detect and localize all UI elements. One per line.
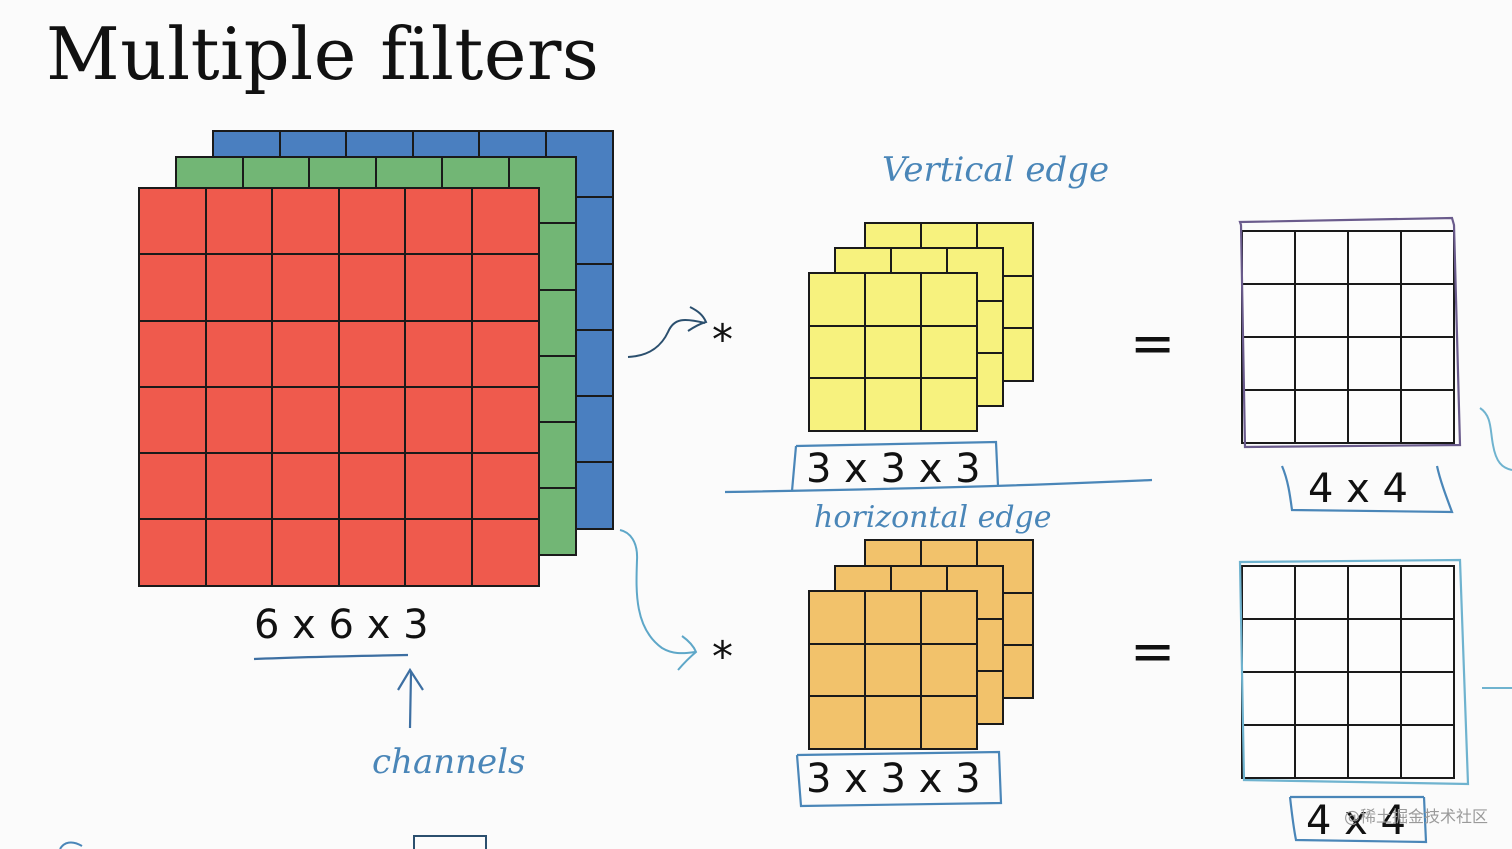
channels-arrow — [397, 667, 424, 729]
filter1-layer-front — [808, 272, 978, 432]
output1-label-box — [1280, 465, 1454, 514]
output1-grid — [1241, 230, 1455, 444]
output2-dimension-label: 4 x 4 — [1306, 798, 1406, 844]
output1-dimension-label: 4 x 4 — [1308, 466, 1408, 512]
conv-operator-2: * — [712, 632, 733, 681]
equals-operator-1: = — [1130, 312, 1176, 375]
input-label-underline — [253, 653, 409, 661]
input-dimension-label: 6 x 6 x 3 — [254, 602, 429, 648]
vertical-edge-annotation: Vertical edge — [882, 150, 1110, 190]
output1-hand-box — [1238, 216, 1462, 449]
filter2-label-box — [795, 750, 1003, 808]
separator-line — [724, 478, 1153, 494]
bottom-hand-stroke-2 — [413, 835, 487, 849]
horizontal-edge-annotation: horizontal edge — [814, 500, 1052, 535]
channels-annotation: channels — [372, 742, 526, 782]
conv-operator-1: * — [712, 315, 733, 364]
filter1-label-box — [790, 440, 1000, 492]
output2-grid — [1241, 565, 1455, 779]
input-red-channel — [138, 187, 540, 587]
watermark: @稀土掘金技术社区 — [1343, 807, 1488, 826]
output2-hand-box — [1238, 558, 1470, 786]
output2-label-box — [1288, 795, 1428, 844]
equals-operator-2: = — [1130, 620, 1176, 683]
arrow-to-filter2 — [619, 529, 698, 671]
filter2-dimension-label: 3 x 3 x 3 — [806, 756, 981, 802]
bottom-hand-stroke-1 — [59, 841, 83, 849]
slide-title: Multiple filters — [46, 12, 600, 96]
arrow-to-filter1 — [627, 306, 708, 358]
filter1-dimension-label: 3 x 3 x 3 — [806, 446, 981, 492]
filter2-layer-front — [808, 590, 978, 750]
right-edge-stroke-1 — [1479, 407, 1512, 471]
